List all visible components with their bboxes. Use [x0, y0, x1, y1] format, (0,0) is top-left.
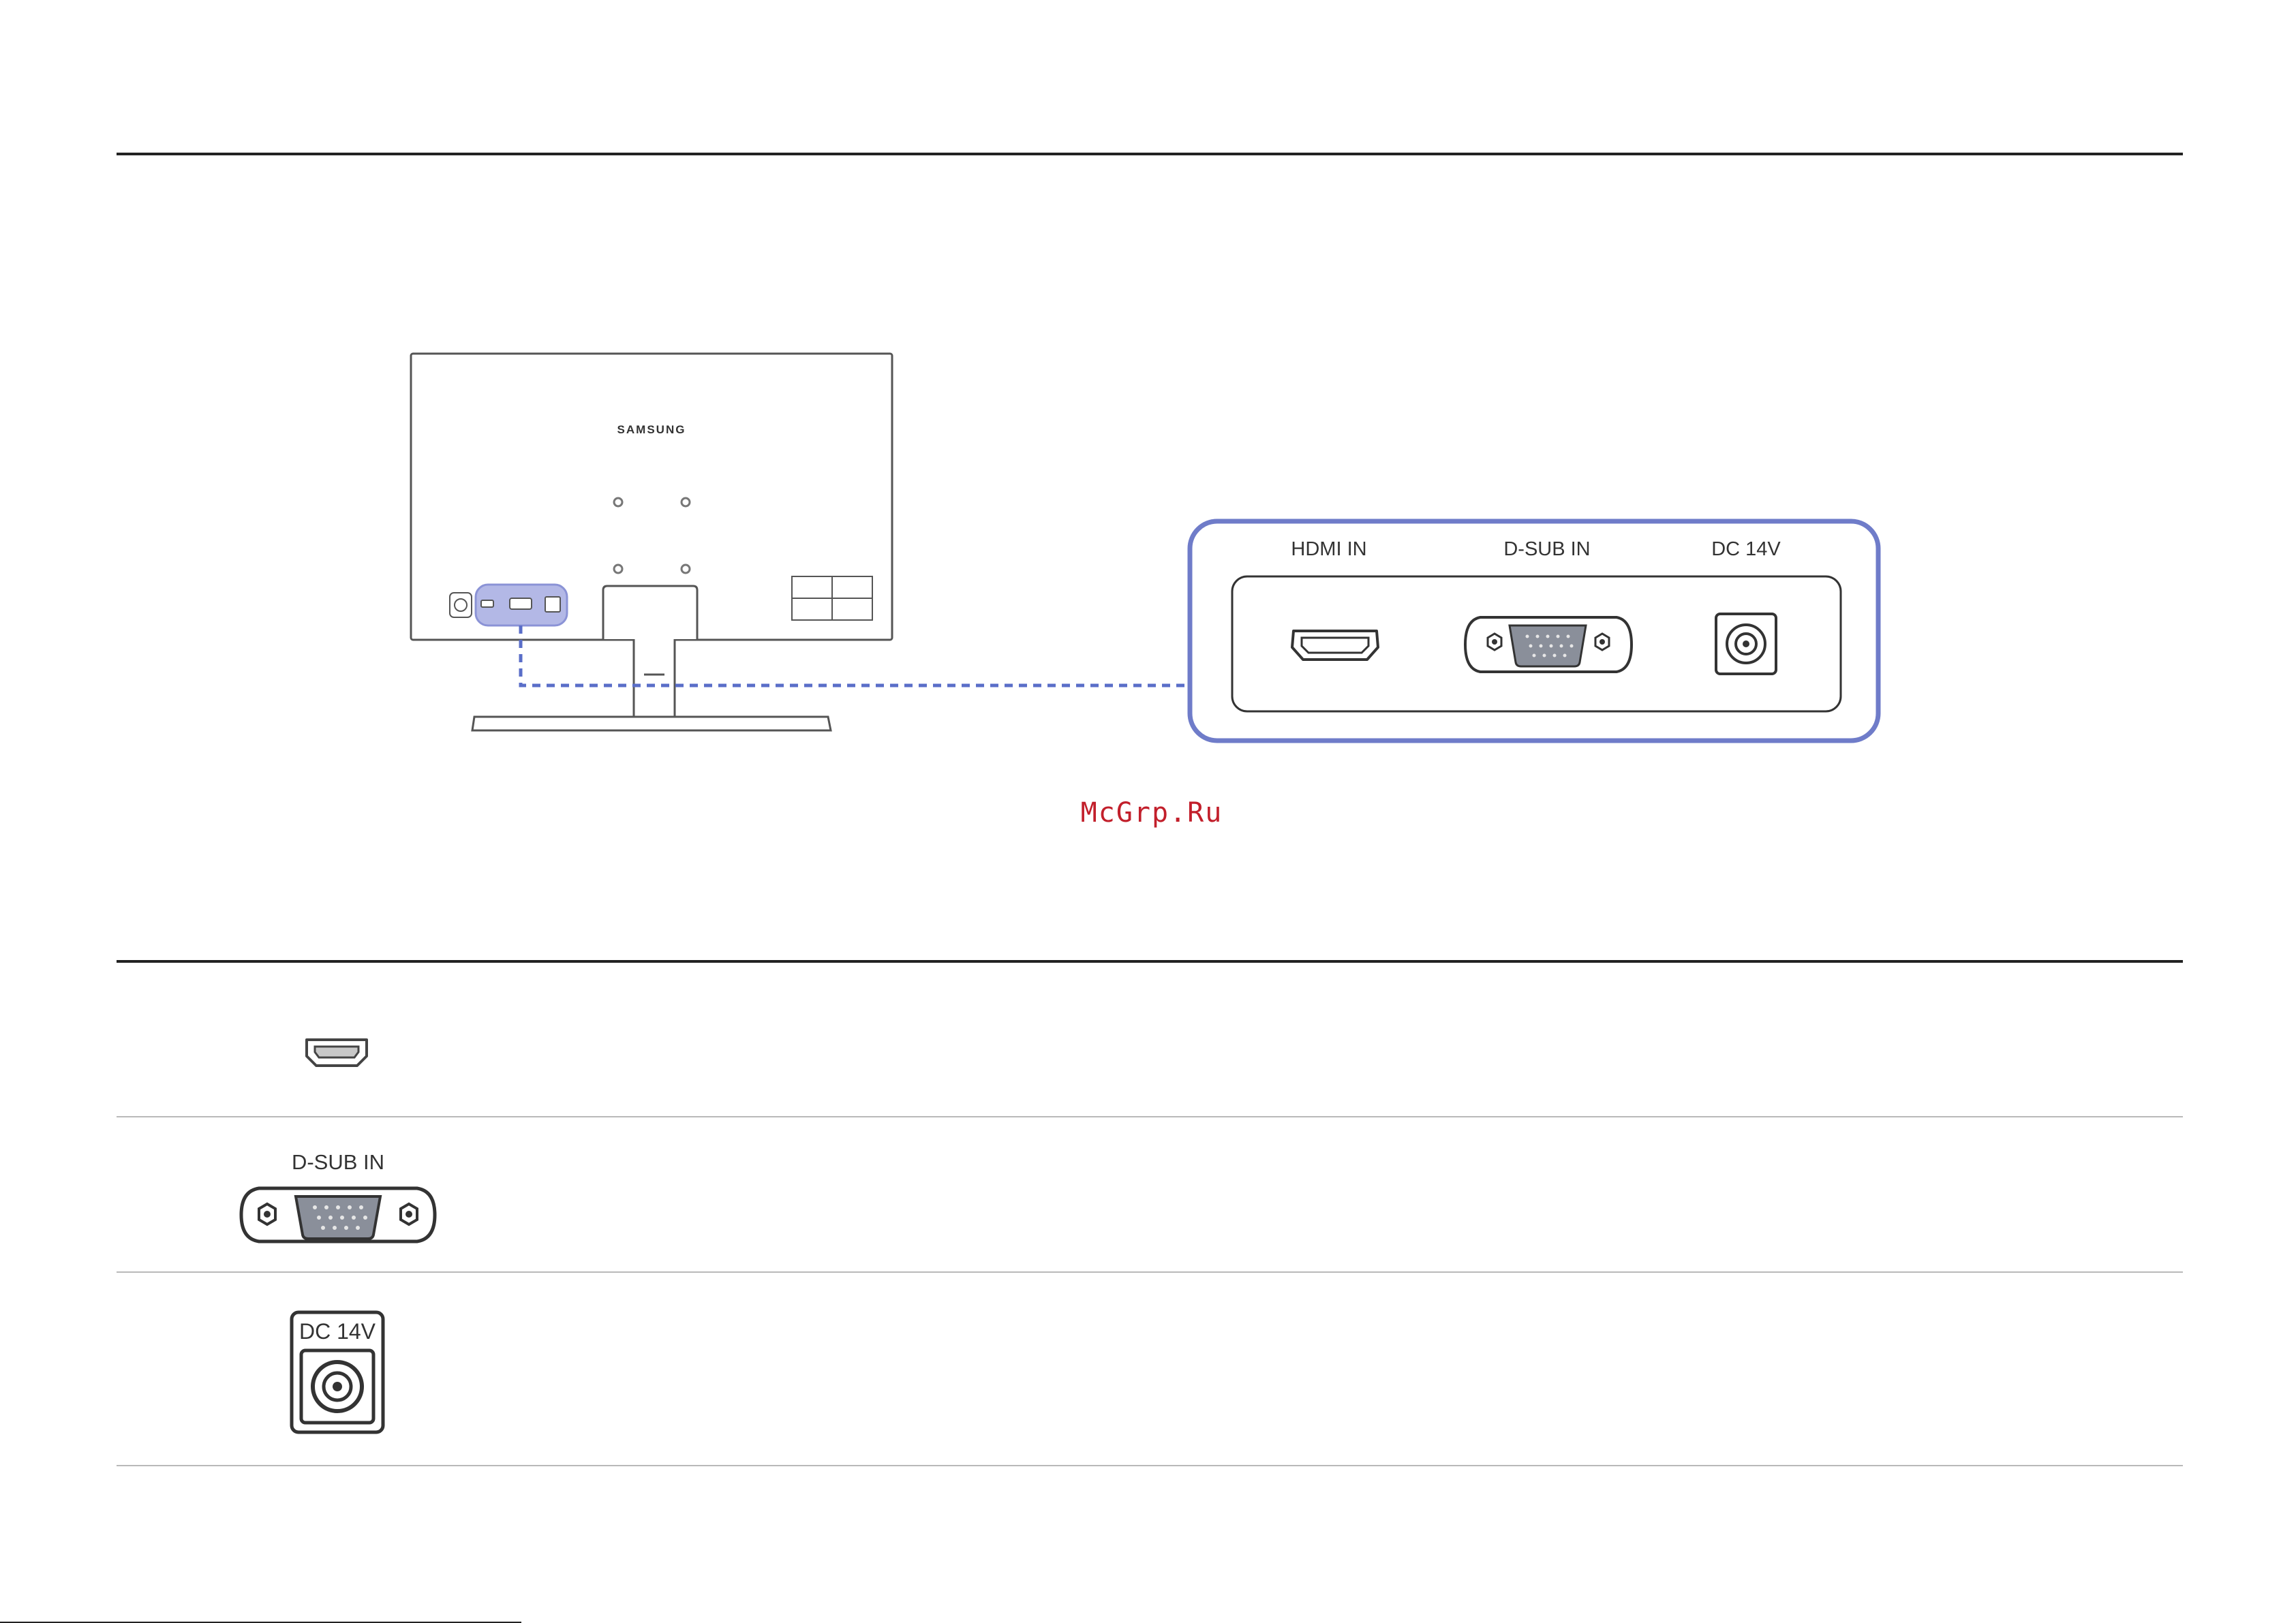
table-top-rule	[117, 960, 2183, 963]
table-bottom-rule	[117, 1465, 2183, 1466]
table-row-divider	[117, 1271, 2183, 1273]
dc-power-port-icon	[1716, 614, 1776, 674]
dc-row-label: DC 14V	[235, 1319, 440, 1344]
dsub-row-label: D-SUB IN	[236, 1150, 440, 1175]
hdmi-port-icon	[1292, 631, 1378, 660]
port-label-hdmi: HDMI IN	[1227, 538, 1431, 561]
samsung-logo: SAMSUNG	[617, 423, 686, 436]
port-label-dsub: D-SUB IN	[1445, 538, 1649, 561]
dsub-port-icon	[1465, 617, 1632, 672]
dsub-port-icon	[239, 1184, 438, 1246]
vent-grid	[792, 576, 872, 620]
watermark: McGrp.Ru	[1009, 797, 1295, 829]
hdmi-port-icon	[304, 1037, 369, 1068]
port-label-dc: DC 14V	[1644, 538, 1848, 561]
table-row-divider	[117, 1116, 2183, 1117]
